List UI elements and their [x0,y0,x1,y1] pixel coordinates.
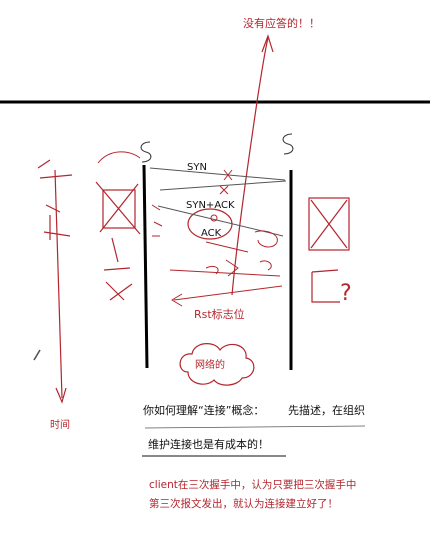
client-scribble-bottom [103,237,133,301]
question-mark: ? [340,281,352,306]
time-scribble [37,159,73,240]
client-timeline [142,164,149,369]
cost-text: 维护连接也是有成本的！ [148,437,269,451]
client-s-marker [140,141,152,163]
ack-loop [254,230,278,248]
client-note-line2: 第三次报文发出，就认为连接建立好了！ [149,497,338,510]
question-text: 你如何理解“连接”概念： [143,403,264,417]
crossings [219,169,233,195]
no-reply-label: 没有应答的！！ [243,16,320,30]
ack-dot [210,214,218,222]
rst-scribble [205,259,272,277]
server-s-marker [282,133,294,155]
client-box-x [95,181,141,235]
ack-mark [151,204,163,237]
syn-arrow [149,167,286,181]
syn-ack-label: SYN+ACK [186,200,235,211]
server-bracket [311,269,340,303]
client-box [102,189,136,229]
rst-arrowhead [171,293,183,307]
pencil-mark [33,349,41,361]
server-box-x [310,199,348,249]
no-reply-arrow [231,37,269,296]
client-scribble-top [97,151,141,164]
rst-label: Rst标志位 [194,307,245,321]
rst-arrow-1 [169,269,281,277]
server-box [308,197,350,251]
method-text: 先描述，在组织 [288,403,365,417]
no-reply-arrowhead [261,34,274,53]
time-label: 时间 [50,418,70,431]
syn-ack-arrow [159,180,287,191]
question-underline [144,425,366,429]
client-note-line1: client在三次握手中，认为只要把三次握手中 [149,478,356,491]
rst-arrow-2 [173,285,283,301]
network-cloud [179,343,255,386]
ack-label: ACK [201,228,222,239]
syn-label: SYN [187,162,207,173]
network-label: 网络的 [195,358,225,371]
ack-bracket [205,241,249,253]
time-arrowhead [55,387,67,404]
time-axis [54,169,63,399]
